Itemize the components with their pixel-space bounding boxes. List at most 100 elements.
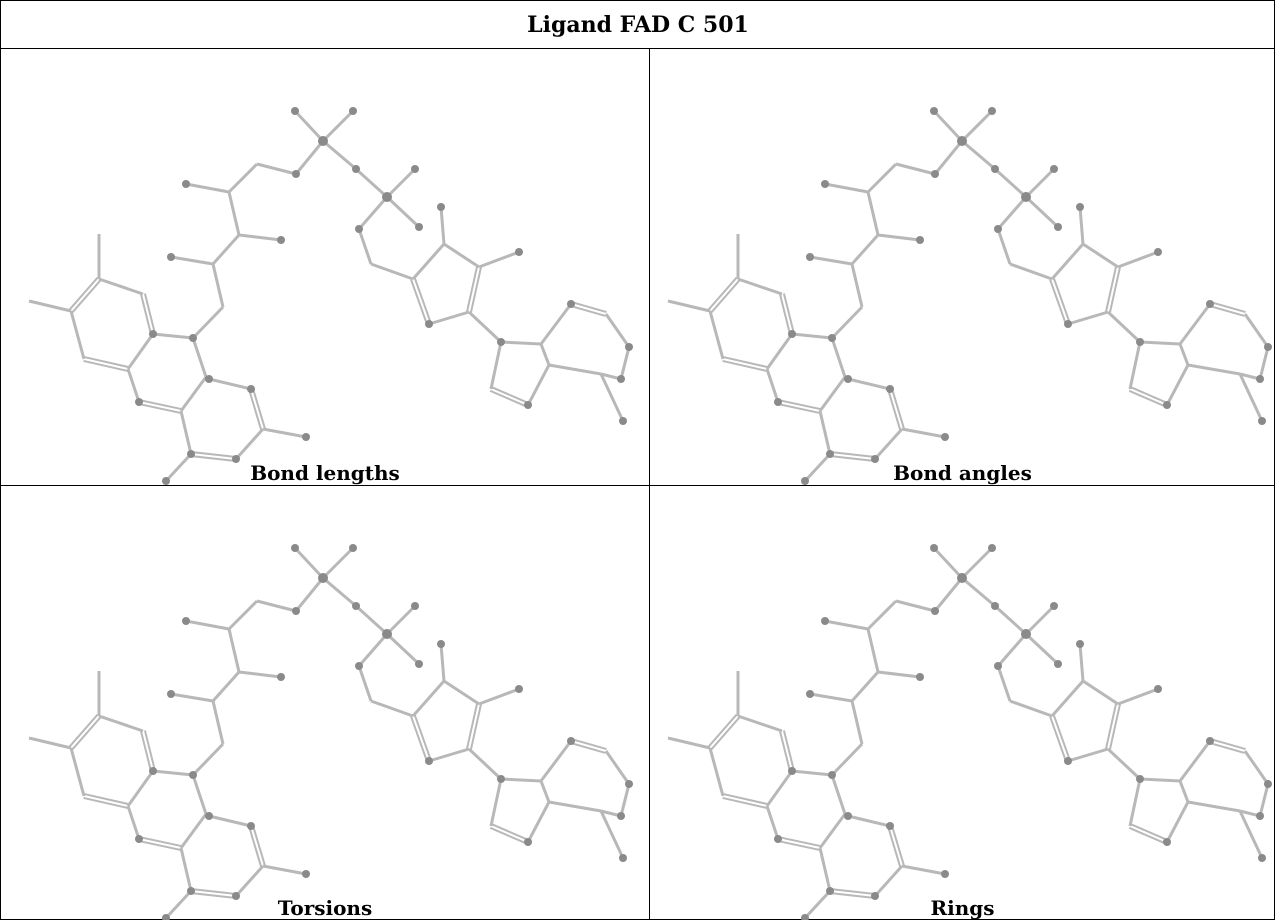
atom-sphere — [318, 136, 328, 146]
bond-line — [604, 750, 631, 785]
bond-line — [818, 813, 847, 849]
bond-line — [932, 109, 964, 143]
bond-line — [1052, 277, 1071, 324]
bond-line — [1105, 266, 1118, 312]
bond-line — [179, 410, 193, 455]
atom-sphere — [828, 771, 836, 779]
atom-sphere — [382, 192, 392, 202]
bond-line — [877, 233, 921, 242]
bond-line — [293, 546, 325, 580]
bond-line — [539, 343, 551, 366]
bond-line — [28, 736, 72, 750]
atom-sphere — [205, 812, 213, 820]
bond-line — [227, 628, 241, 673]
bond-line — [385, 195, 421, 229]
atom-sphere — [821, 180, 829, 188]
bond-line — [895, 599, 936, 613]
bond-line — [1130, 386, 1169, 405]
atom-sphere — [844, 375, 852, 383]
bond-line — [262, 864, 307, 876]
atom-sphere — [1264, 780, 1272, 788]
atom-sphere — [524, 401, 532, 409]
bond-line — [321, 109, 355, 143]
atom-sphere — [617, 375, 625, 383]
atom-sphere — [774, 835, 782, 843]
bond-line — [818, 376, 847, 412]
bond-line — [466, 266, 479, 312]
bond-line — [830, 888, 876, 896]
bond-line — [1067, 747, 1109, 763]
atom-sphere — [988, 544, 996, 552]
bond-line — [873, 427, 904, 461]
bond-line — [765, 805, 780, 840]
atom-sphere — [291, 544, 299, 552]
bond-line — [1178, 740, 1212, 782]
panel-rings: Rings — [650, 486, 1275, 920]
bond-line — [410, 279, 429, 326]
panel-caption: Torsions — [277, 896, 373, 920]
bond-line — [1067, 310, 1109, 326]
bond-line — [1165, 364, 1190, 406]
bond-line — [256, 599, 297, 613]
bond-line — [28, 299, 72, 313]
bond-line — [322, 139, 357, 171]
atom-sphere — [1021, 629, 1031, 639]
molecule-diagram-bond-lengths — [28, 107, 633, 485]
bond-line — [190, 891, 236, 899]
bond-line — [570, 741, 606, 754]
bond-line — [256, 162, 297, 176]
bond-line — [227, 162, 259, 194]
panel-caption: Bond angles — [893, 461, 1032, 485]
bond-line — [539, 740, 573, 782]
atom-sphere — [828, 334, 836, 342]
bond-line — [1024, 604, 1056, 636]
bond-line — [238, 233, 282, 242]
bond-line — [191, 337, 208, 378]
atom-sphere — [302, 870, 310, 878]
atom-sphere — [247, 822, 255, 830]
atom-sphere — [349, 544, 357, 552]
bond-line — [152, 332, 194, 340]
atom-sphere — [352, 602, 360, 610]
bond-line — [782, 293, 795, 334]
bond-line — [138, 402, 181, 414]
atom-sphere — [567, 300, 575, 308]
bond-line — [887, 826, 902, 867]
bond-line — [143, 293, 156, 334]
bond-line — [1050, 680, 1085, 717]
bond-line — [526, 364, 551, 406]
bond-line — [722, 796, 767, 809]
molecule-structure — [667, 544, 1272, 920]
bond-line — [357, 196, 389, 230]
bond-line — [1258, 346, 1270, 380]
bond-line — [293, 109, 325, 143]
bond-line — [357, 633, 389, 667]
atom-sphere — [941, 433, 949, 441]
atom-sphere — [1163, 401, 1171, 409]
bond-line — [548, 800, 602, 813]
bond-line — [961, 576, 996, 608]
bond-line — [599, 810, 625, 859]
bond-line — [466, 703, 479, 749]
bond-line — [737, 714, 783, 733]
bond-line — [443, 679, 480, 706]
bond-line — [179, 847, 193, 892]
atom-sphere — [994, 225, 1002, 233]
bond-line — [765, 368, 780, 403]
atom-sphere — [515, 248, 523, 256]
bond-line — [708, 310, 725, 360]
atom-sphere — [415, 223, 423, 231]
bond-line — [413, 277, 432, 324]
atom-sphere — [886, 385, 894, 393]
panel-torsions: Torsions — [1, 486, 649, 920]
panel-bond-angles: Bond angles — [650, 49, 1275, 485]
bond-line — [866, 162, 898, 194]
bond-line — [570, 304, 606, 317]
bond-line — [71, 716, 102, 750]
panel-caption: Bond lengths — [250, 461, 400, 485]
bond-line — [248, 826, 263, 867]
bond-line — [993, 167, 1028, 199]
bond-line — [1117, 687, 1159, 706]
bond-line — [1106, 747, 1142, 781]
bond-line — [619, 346, 631, 380]
